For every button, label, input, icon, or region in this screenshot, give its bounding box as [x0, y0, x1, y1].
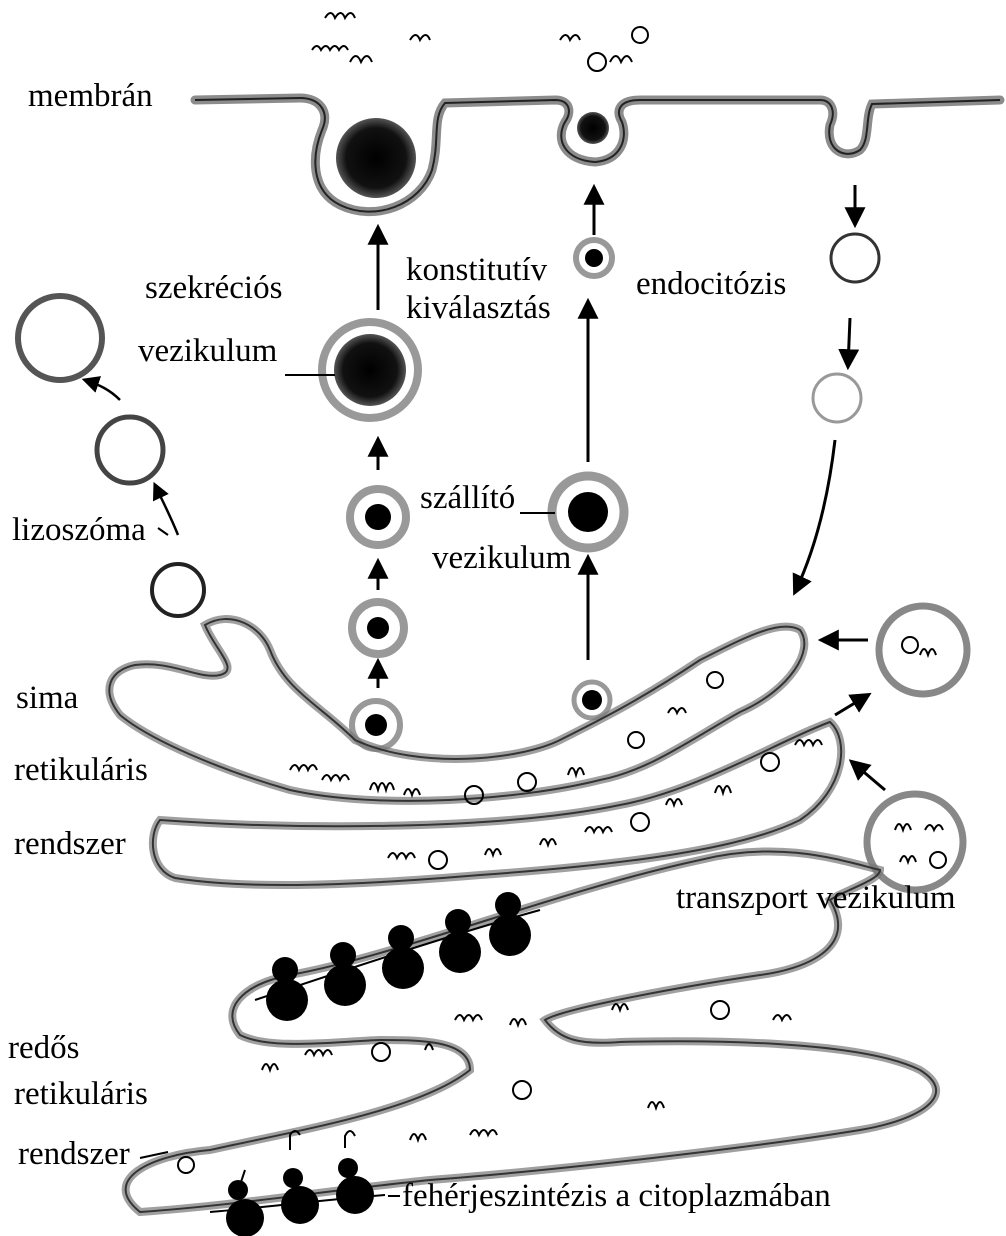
carrier-vesicle-label-line2: vezikulum	[432, 540, 571, 576]
constitutive-vesicle	[576, 240, 612, 276]
carrier-vesicle-label-line1: szállító	[420, 480, 515, 516]
lysosome-label: lizoszóma	[12, 512, 146, 548]
rough-er-label-line1: redős	[8, 1030, 79, 1066]
budding-vesicle-2	[574, 682, 610, 718]
smooth-er-label-line1: sima	[16, 680, 78, 716]
secretory-label-line2: vezikulum	[138, 333, 277, 369]
released-proteins	[312, 13, 648, 71]
ribosomes-upper	[255, 892, 540, 1021]
secretory-vesicle-large	[322, 322, 418, 418]
rough-er-label-line2: retikuláris	[14, 1076, 148, 1112]
endocytic-vesicle-2	[813, 374, 861, 422]
ribosomes-lower	[210, 1158, 385, 1236]
carrier-vesicle	[552, 476, 624, 548]
endocytosis-arrows	[795, 185, 855, 592]
maturing-vesicle-2	[352, 602, 404, 654]
smooth-er-label-line2: retikuláris	[14, 752, 148, 788]
endocytic-vesicle-1	[831, 234, 879, 282]
constitutive-exocytosis-core	[577, 112, 609, 144]
transport-arrows	[822, 640, 885, 790]
protein-synthesis-label: fehérjeszintézis a citoplazmában	[402, 1178, 831, 1214]
transport-vesicle-label: transzport vezikulum	[676, 880, 956, 916]
transport-vesicle-upper	[879, 606, 967, 694]
er-proteins-rough	[178, 1001, 791, 1185]
secretory-label-line1: szekréciós	[145, 270, 282, 306]
constitutive-label-line2: kiválasztás	[406, 290, 551, 326]
smooth-er	[109, 619, 841, 885]
membrane-label: membrán	[28, 78, 153, 114]
secretory-exocytosis-core	[336, 118, 416, 198]
rough-er-label-line3: rendszer	[18, 1136, 130, 1172]
smooth-er-label-line3: rendszer	[14, 826, 126, 862]
endocytosis-label: endocitózis	[636, 266, 786, 302]
maturing-vesicle-1	[350, 489, 406, 545]
constitutive-label-line1: konstitutív	[406, 252, 547, 288]
